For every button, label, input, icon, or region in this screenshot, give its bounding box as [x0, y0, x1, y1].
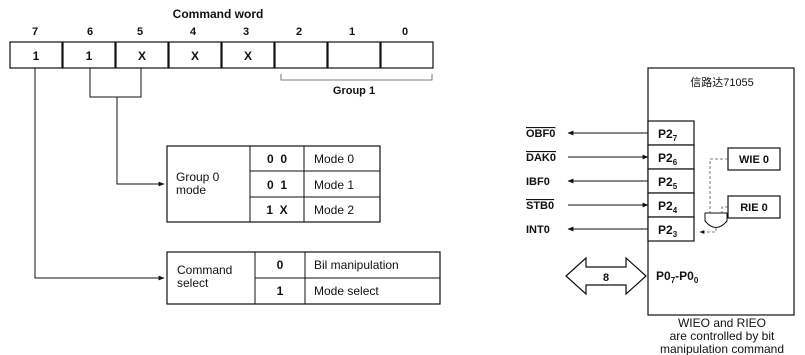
command-word-register: 1 1 X X X: [9, 41, 434, 69]
command-select-connector-line: [34, 68, 165, 281]
port-column: P27 P26 P25 P24 P23: [647, 120, 695, 242]
bit-cell: [221, 41, 275, 69]
mode-name: Mode 0: [314, 152, 354, 166]
port-label: P25: [658, 175, 678, 191]
rie0-dashed-line: [721, 206, 728, 213]
group0-label: Group 0: [176, 170, 220, 184]
mode-code: 0 0: [267, 152, 287, 166]
bit-cell: [274, 41, 328, 69]
wie0-dashed-line: [709, 158, 728, 213]
port-cell: [647, 144, 695, 170]
signal-int0: INT0: [526, 224, 550, 236]
port-label: P24: [658, 199, 678, 215]
bit-cell: [115, 41, 169, 69]
select-code: 0: [277, 258, 284, 272]
bit-number: 0: [402, 26, 408, 38]
bus-width-label: 8: [603, 272, 609, 284]
bit-number-row: 7 6 5 4 3 2 1 0: [32, 26, 408, 38]
bus-port-label: P07-P00: [656, 269, 699, 285]
bit-number: 5: [137, 26, 143, 38]
or-gate-icon: [704, 212, 728, 228]
group0-label-sub: mode: [176, 183, 206, 197]
group1-label: Group 1: [333, 85, 375, 97]
bit-value: 1: [33, 49, 40, 63]
bit-cell: [168, 41, 222, 69]
signal-stb0: STB0: [526, 200, 554, 212]
wie0-label: WIE 0: [739, 154, 769, 166]
group0-connector-line: [116, 97, 165, 187]
bit-cell: [380, 41, 434, 69]
bit-number: 1: [349, 26, 355, 38]
bit-number: 4: [190, 26, 197, 38]
rie0-label: RIE 0: [740, 202, 768, 214]
caption-line: manipulation command: [660, 342, 784, 355]
group0-mode-table: Group 0 mode 0 0 0 1 1 X Mode 0 Mode 1 M…: [166, 145, 381, 223]
chip-title: 信路达71055: [690, 76, 754, 89]
port-cell: [647, 216, 695, 242]
signal-ibf0: IBF0: [526, 176, 550, 188]
port-label: P26: [658, 151, 678, 167]
select-code: 1: [277, 284, 284, 298]
bit-number: 6: [87, 26, 93, 38]
group0-table-frame: [166, 145, 381, 223]
port-label: P23: [658, 223, 678, 239]
signal-labels: OBF0 DAK0 IBF0 STB0 INT0: [526, 128, 556, 236]
caption-line: are controlled by bit: [670, 329, 775, 343]
bit-number: 2: [296, 26, 302, 38]
mode-name: Mode 1: [314, 178, 354, 192]
gate-output-line: [699, 228, 717, 234]
signal-obf0: OBF0: [526, 128, 555, 140]
port-cell: [647, 192, 695, 218]
mode-code: 0 1: [267, 178, 287, 192]
bit-value: X: [138, 49, 146, 63]
bit-value: X: [191, 49, 199, 63]
command-select-label-sub: select: [177, 276, 209, 290]
command-select-label: Command: [177, 263, 232, 277]
mode-code: 1 X: [266, 203, 287, 217]
command-select-table: Command select 0 1 Bil manipulation Mode…: [166, 251, 441, 305]
mode-name: Mode 2: [314, 203, 354, 217]
select-meaning: Bil manipulation: [314, 258, 399, 272]
group1-bracket: [280, 74, 433, 81]
bit-number: 7: [32, 26, 38, 38]
caption-line: WIEO and RIEO: [678, 316, 766, 330]
bit-cell: [327, 41, 381, 69]
bus-double-arrow: [565, 256, 647, 296]
group0-bracket: [89, 68, 142, 98]
bit-number: 3: [243, 26, 249, 38]
bit-value: X: [244, 49, 252, 63]
bit-cell: [62, 41, 116, 69]
port-label: P27: [658, 127, 678, 143]
bit-value: 1: [86, 49, 93, 63]
select-meaning: Mode select: [314, 284, 379, 298]
bit-cell: [9, 41, 63, 69]
signal-dak0: DAK0: [526, 152, 556, 164]
command-word-title: Command word: [173, 7, 264, 21]
